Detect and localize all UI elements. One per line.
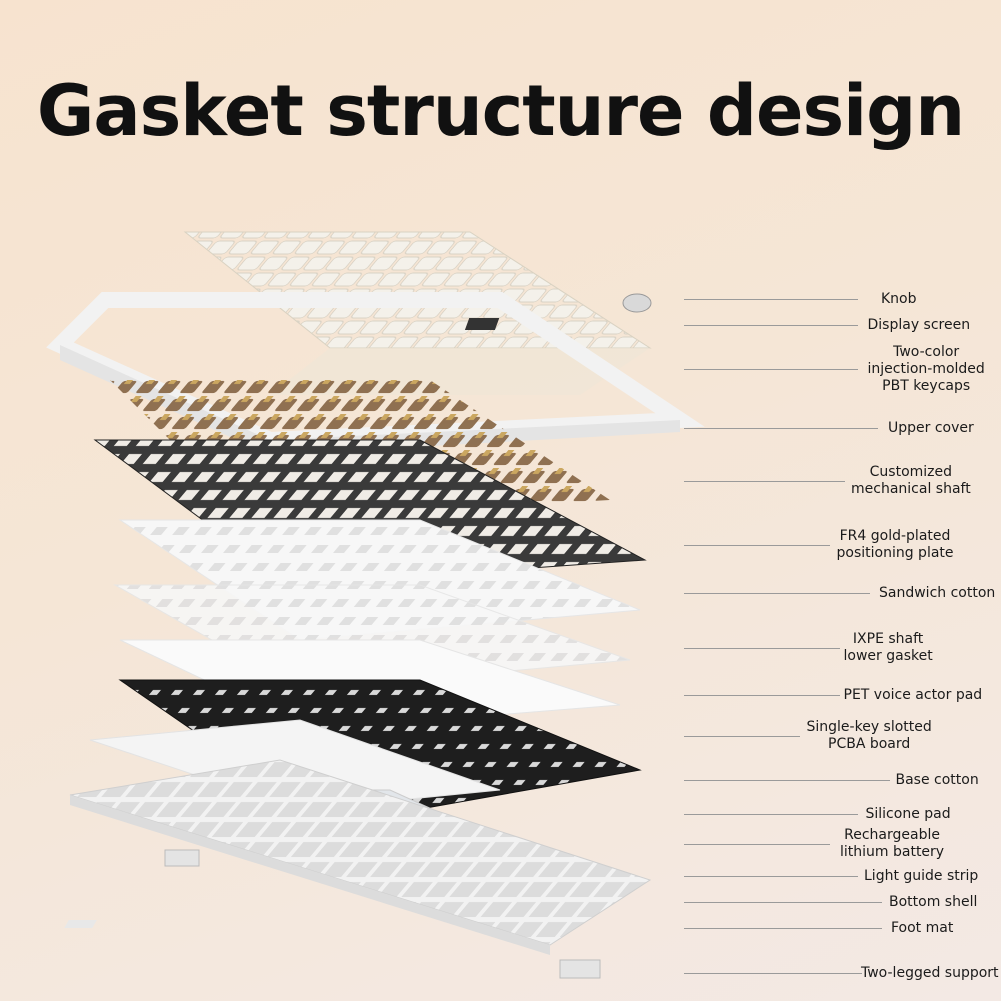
leader-line (684, 844, 830, 845)
component-label: Silicone pad (865, 805, 951, 822)
bottom-shell-part (69, 759, 652, 946)
leader-line (684, 428, 878, 429)
foot-mat-part (64, 920, 97, 928)
leader-line (684, 780, 890, 781)
knob-part (622, 293, 652, 313)
component-label: Display screen (867, 316, 971, 333)
leader-line (684, 369, 858, 370)
component-label: PET voice actor pad (843, 686, 983, 703)
leader-line (684, 648, 840, 649)
leader-line (684, 325, 858, 326)
leader-line (684, 299, 858, 300)
page-title: Gasket structure design (36, 70, 965, 152)
component-label: Foot mat (891, 919, 954, 936)
component-label: Base cotton (895, 771, 979, 788)
two-legged-support-part (559, 959, 601, 979)
leader-line (684, 902, 882, 903)
leader-line (684, 973, 862, 974)
component-label: Sandwich cotton (879, 584, 996, 601)
two-legged-support-part-left (164, 849, 200, 867)
leader-line (684, 593, 870, 594)
display-screen-part (464, 318, 500, 330)
component-label: Knob (881, 290, 917, 307)
bottom-shell-edge (70, 795, 550, 955)
leader-line (684, 545, 830, 546)
leader-line (684, 481, 845, 482)
component-label: Two-legged support (861, 964, 999, 981)
keycaps-layer (183, 231, 652, 349)
leader-line (684, 736, 800, 737)
leader-line (684, 928, 882, 929)
leader-line (684, 876, 858, 877)
leader-line (684, 814, 858, 815)
component-label: Upper cover (888, 419, 974, 436)
component-label: Light guide strip (864, 867, 979, 884)
leader-line (684, 695, 840, 696)
component-label: Bottom shell (889, 893, 978, 910)
